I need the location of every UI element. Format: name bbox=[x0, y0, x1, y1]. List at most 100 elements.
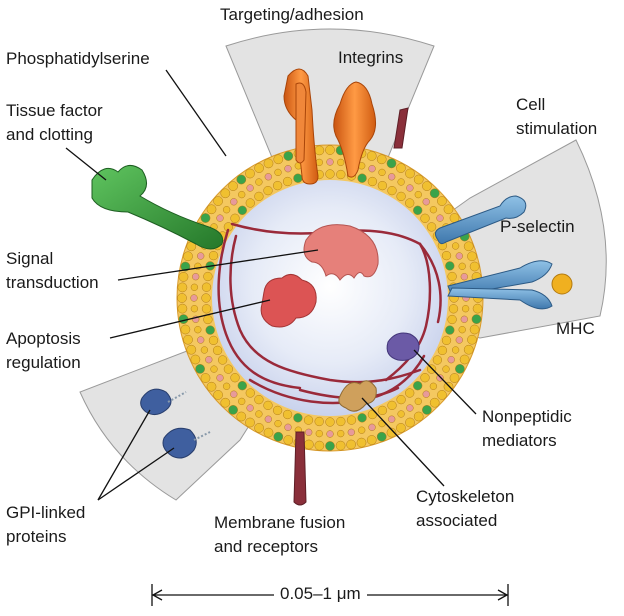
lipid-bead-outer-inner bbox=[230, 373, 240, 383]
label-cytoskeleton-line1: Cytoskeleton bbox=[416, 487, 515, 506]
lipid-bead-middle bbox=[238, 397, 246, 406]
lipid-bead-middle bbox=[388, 415, 396, 423]
lipid-bead-middle bbox=[460, 315, 468, 323]
lipid-bead-middle bbox=[197, 252, 205, 260]
mhc-arm-upper bbox=[447, 260, 553, 297]
lipid-bead-middle bbox=[460, 273, 468, 281]
lipid-bead-middle bbox=[326, 430, 334, 438]
label-membrane-fusion-line2: and receptors bbox=[214, 537, 318, 556]
lipid-bead-outer-inner bbox=[336, 169, 346, 180]
gpi-anchor-2 bbox=[193, 431, 211, 441]
lipid-bead-outer-inner bbox=[445, 325, 455, 335]
lipid-bead-middle bbox=[274, 168, 282, 177]
lipid-bead-outer bbox=[413, 174, 424, 185]
lipid-bead-outer-inner bbox=[447, 314, 457, 325]
lipid-bead-middle bbox=[190, 294, 198, 302]
lipid-bead-outer bbox=[396, 163, 406, 173]
label-mhc: MHC bbox=[556, 319, 595, 338]
lipid-bead-outer bbox=[273, 154, 284, 165]
lipid-bead-middle bbox=[451, 346, 460, 354]
apoptosis-protein bbox=[260, 274, 317, 328]
lipid-bead-middle bbox=[406, 184, 414, 192]
lipid-bead-outer bbox=[422, 405, 432, 415]
label-cell-stimulation-line1: Cell bbox=[516, 95, 546, 114]
lipid-bead-middle bbox=[358, 426, 366, 434]
lipid-bead-outer-inner bbox=[367, 409, 378, 420]
lipid-bead-outer bbox=[190, 354, 201, 365]
lipid-bead-outer-inner bbox=[245, 388, 255, 398]
lipid-bead-outer-inner bbox=[254, 394, 264, 405]
lipid-bead-middle bbox=[447, 356, 455, 364]
lipid-bead-middle bbox=[458, 262, 466, 270]
label-gpi-line1: GPI-linked bbox=[6, 503, 86, 522]
lipid-bead-outer-inner bbox=[357, 413, 367, 423]
lipid-bead-outer bbox=[443, 381, 454, 392]
lipid-bead-outer-inner bbox=[201, 282, 212, 292]
label-cell-stimulation-line2: stimulation bbox=[516, 119, 598, 138]
label-phosphatidylserine: Phosphatidylserine bbox=[6, 49, 150, 68]
lipid-bead-middle bbox=[255, 178, 263, 186]
lipid-bead-outer-inner bbox=[346, 415, 357, 425]
lipid-bead-middle bbox=[190, 283, 199, 291]
lipid-bead-middle bbox=[368, 165, 376, 173]
lipid-bead-outer bbox=[366, 151, 377, 161]
lipid-bead-outer bbox=[437, 196, 447, 206]
scale-arrow-right bbox=[497, 589, 509, 601]
lipid-bead-outer bbox=[254, 163, 264, 173]
mhc-arm-lower bbox=[447, 287, 553, 310]
lipid-bead-outer bbox=[469, 261, 480, 272]
lipid-bead-outer-inner bbox=[367, 176, 378, 187]
lipid-bead-middle bbox=[305, 428, 313, 436]
lipid-bead-outer bbox=[314, 145, 325, 156]
lipid-bead-middle bbox=[368, 423, 376, 431]
lipid-bead-outer-inner bbox=[357, 173, 367, 183]
lipid-bead-outer bbox=[376, 431, 387, 442]
lipid-bead-outer bbox=[459, 354, 470, 365]
lipid-bead-middle bbox=[436, 374, 444, 382]
lipid-bead-outer-inner bbox=[413, 205, 423, 215]
lipid-bead-outer bbox=[263, 158, 274, 169]
lipid-bead-middle bbox=[455, 336, 463, 344]
lipid-bead-middle bbox=[194, 326, 202, 334]
lipid-bead-middle bbox=[337, 158, 345, 167]
lipid-bead-outer-inner bbox=[282, 176, 293, 187]
lipid-bead-middle bbox=[388, 173, 396, 181]
lipid-bead-outer bbox=[263, 427, 274, 438]
lipid-bead-outer bbox=[335, 440, 346, 451]
lipid-bead-outer bbox=[180, 261, 191, 272]
lipid-bead-outer-inner bbox=[201, 304, 212, 314]
lipid-bead-middle bbox=[326, 158, 334, 166]
label-p-selectin: P-selectin bbox=[500, 217, 575, 236]
label-integrins: Integrins bbox=[338, 48, 404, 67]
lipid-bead-outer bbox=[220, 188, 231, 199]
lipid-bead-outer-inner bbox=[245, 198, 255, 208]
label-tissue-factor-line1: Tissue factor bbox=[6, 101, 103, 120]
lipid-bead-outer-inner bbox=[426, 222, 437, 232]
lipid-bead-outer bbox=[422, 181, 432, 191]
p-selectin-protein bbox=[434, 195, 527, 245]
lipid-bead-outer-inner bbox=[405, 388, 415, 398]
label-nonpeptidic-line1: Nonpeptidic bbox=[482, 407, 572, 426]
lipid-bead-outer-inner bbox=[420, 373, 430, 383]
lipid-bead-outer bbox=[178, 272, 189, 282]
inner-lipid-beads bbox=[190, 158, 470, 438]
lipid-bead-outer-inner bbox=[396, 394, 406, 405]
lipid-bead-outer-inner bbox=[303, 415, 314, 425]
lipid-bead-middle bbox=[422, 390, 430, 398]
label-signal-line2: transduction bbox=[6, 273, 99, 292]
lipid-bead-outer-inner bbox=[293, 173, 303, 183]
fiber-2 bbox=[217, 228, 302, 390]
lipid-bead-outer bbox=[437, 390, 447, 400]
lipid-bead-outer bbox=[186, 344, 197, 355]
lipid-bead-outer-inner bbox=[263, 185, 273, 196]
lipid-bead-middle bbox=[192, 273, 200, 281]
lipid-bead-outer bbox=[471, 314, 482, 324]
gpi-protein-1 bbox=[140, 388, 172, 416]
lipid-bead-outer bbox=[463, 344, 474, 355]
lipid-bead-outer-inner bbox=[447, 271, 457, 282]
outer-lipid-beads bbox=[177, 145, 483, 451]
lipid-bead-outer-inner bbox=[420, 213, 430, 223]
lipid-bead-outer bbox=[178, 314, 189, 324]
lipid-bead-outer bbox=[180, 324, 191, 335]
lipid-bilayer bbox=[176, 144, 484, 452]
